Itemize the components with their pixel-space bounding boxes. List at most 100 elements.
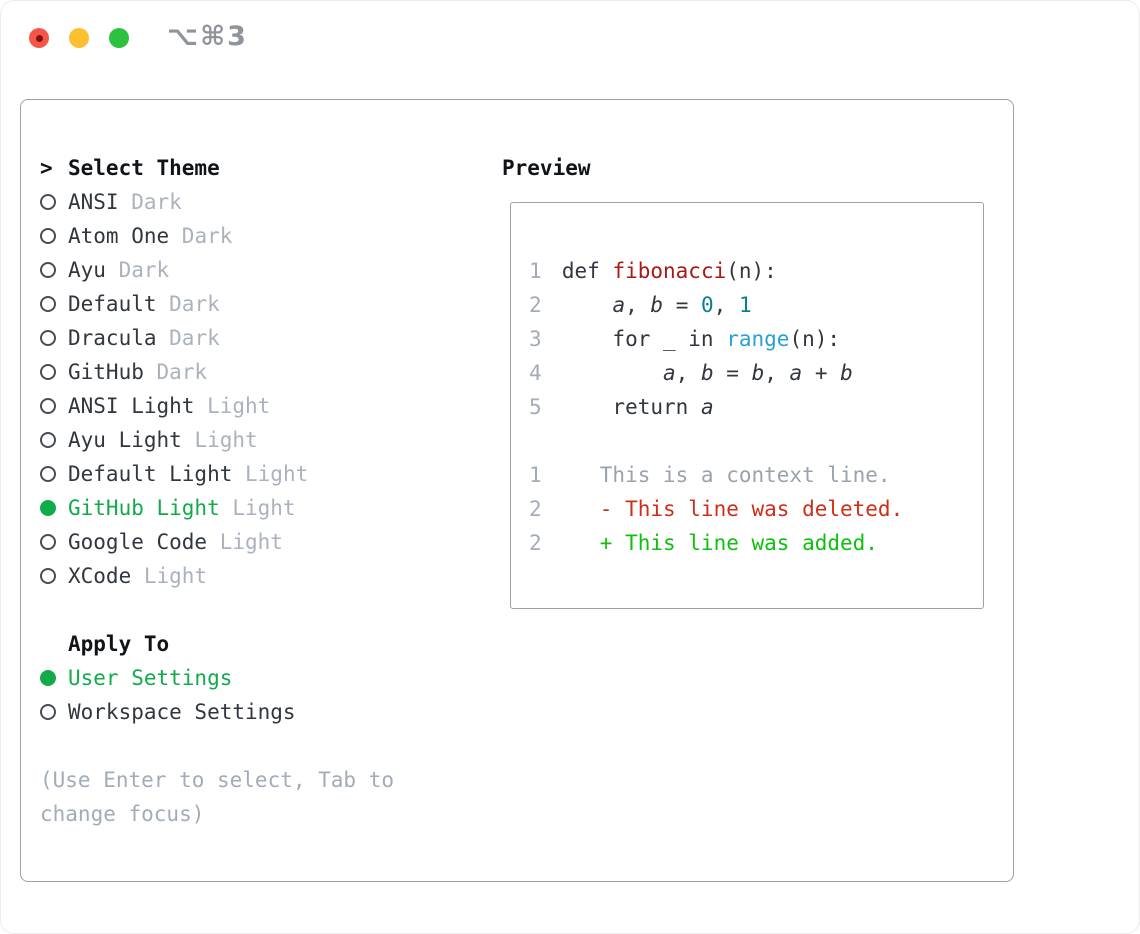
radio-gutter: [40, 466, 68, 482]
theme-name: Ayu: [68, 258, 106, 282]
window-title: ⌥⌘3: [167, 21, 248, 52]
theme-variant-tag: Light: [245, 462, 309, 486]
preview-line: 5 return a: [529, 390, 973, 424]
line-content: a, b = b, a + b: [663, 361, 853, 385]
radio-icon: [40, 432, 56, 448]
theme-name: Default Light: [68, 462, 233, 486]
preview-line: 1 This is a context line.: [529, 458, 973, 492]
radio-icon: [40, 670, 56, 686]
prompt-gutter: >: [40, 156, 68, 180]
theme-name: Ayu Light: [68, 428, 182, 452]
apply-to-option[interactable]: Workspace Settings: [40, 695, 502, 729]
theme-option[interactable]: GitHub Dark: [40, 355, 502, 389]
line-number: 4: [529, 361, 542, 385]
radio-gutter: [40, 296, 68, 312]
radio-icon: [40, 568, 56, 584]
theme-variant-tag: Dark: [156, 360, 208, 384]
theme-option[interactable]: Dracula Dark: [40, 321, 502, 355]
apply-to-header: Apply To: [40, 627, 502, 661]
theme-list-column: > Select Theme ANSI Dark Atom One Dark: [40, 151, 502, 881]
radio-gutter: [40, 534, 68, 550]
prompt-caret-icon: >: [40, 156, 53, 180]
theme-variant-tag: Light: [207, 394, 271, 418]
radio-gutter: [40, 398, 68, 414]
radio-icon: [40, 704, 56, 720]
apply-to-title: Apply To: [68, 632, 170, 656]
preview-line: 1 def fibonacci(n):: [529, 254, 973, 288]
line-number: 1: [529, 259, 542, 283]
radio-gutter: [40, 500, 68, 516]
line-content: def fibonacci(n):: [561, 259, 777, 283]
theme-variant-tag: Light: [143, 564, 208, 588]
radio-icon: [40, 296, 56, 312]
theme-name: ANSI: [68, 190, 119, 214]
radio-gutter: [40, 568, 68, 584]
radio-gutter: [40, 228, 68, 244]
line-content: + This line was added.: [561, 531, 878, 555]
line-content: a, b = 0, 1: [612, 293, 752, 317]
theme-variant-tag: Light: [194, 428, 258, 452]
theme-option[interactable]: XCode Light: [40, 559, 502, 593]
theme-name: Google Code: [68, 530, 208, 554]
radio-gutter: [40, 364, 68, 380]
theme-picker-panel: > Select Theme ANSI Dark Atom One Dark: [20, 99, 1014, 882]
radio-gutter: [40, 330, 68, 346]
theme-option[interactable]: Atom One Dark: [40, 219, 502, 253]
theme-name: Atom One: [68, 224, 170, 248]
theme-option[interactable]: Ayu Light Light: [40, 423, 502, 457]
line-number: 1: [529, 463, 542, 487]
radio-icon: [40, 194, 56, 210]
theme-variant-tag: Dark: [169, 326, 220, 350]
theme-name: Dracula: [68, 326, 157, 350]
theme-option[interactable]: GitHub Light Light: [40, 491, 502, 525]
theme-option[interactable]: ANSI Light Light: [40, 389, 502, 423]
theme-variant-tag: Dark: [169, 292, 220, 316]
theme-option[interactable]: Google Code Light: [40, 525, 502, 559]
radio-gutter: [40, 704, 68, 720]
preview-column: Preview 1 def fibonacci(n): 2 a, b = 0, …: [502, 151, 984, 881]
line-number: 2: [529, 293, 542, 317]
title-bar: ⌥⌘3: [1, 1, 1139, 79]
radio-gutter: [40, 670, 68, 686]
preview-line: 4 a, b = b, a + b: [529, 356, 973, 390]
radio-gutter: [40, 432, 68, 448]
radio-gutter: [40, 262, 68, 278]
theme-name: GitHub Light: [68, 496, 220, 520]
radio-gutter: [40, 194, 68, 210]
apply-to-label: User Settings: [68, 666, 233, 690]
theme-option[interactable]: Ayu Dark: [40, 253, 502, 287]
radio-icon: [40, 534, 56, 550]
line-content: - This line was deleted.: [561, 497, 904, 521]
line-content: for _ in range(n):: [561, 327, 841, 351]
line-content: return a: [561, 395, 714, 419]
preview-line: 2 + This line was added.: [529, 526, 973, 560]
apply-to-section: Apply To User Settings Workspace Setting…: [40, 627, 502, 729]
line-number: 3: [529, 327, 542, 351]
close-button[interactable]: [29, 28, 49, 48]
help-text: (Use Enter to select, Tab to change focu…: [40, 768, 395, 826]
theme-variant-tag: Dark: [131, 190, 182, 214]
radio-icon: [40, 398, 56, 414]
theme-variant-tag: Light: [219, 530, 283, 554]
line-content: This is a context line.: [561, 463, 891, 487]
line-number: 2: [529, 531, 542, 555]
minimize-button[interactable]: [69, 28, 89, 48]
radio-icon: [40, 262, 56, 278]
theme-name: XCode: [68, 564, 132, 588]
theme-option[interactable]: ANSI Dark: [40, 185, 502, 219]
theme-list-header: > Select Theme: [40, 151, 502, 185]
preview-line: 3 for _ in range(n):: [529, 322, 973, 356]
preview-title: Preview: [502, 156, 591, 180]
apply-to-option[interactable]: User Settings: [40, 661, 502, 695]
apply-to-label: Workspace Settings: [68, 700, 296, 724]
preview-line: 2 a, b = 0, 1: [529, 288, 973, 322]
theme-option[interactable]: Default Dark: [40, 287, 502, 321]
theme-variant-tag: Dark: [181, 224, 233, 248]
theme-name: ANSI Light: [68, 394, 195, 418]
zoom-button[interactable]: [109, 28, 129, 48]
radio-icon: [40, 228, 56, 244]
preview-box: 1 def fibonacci(n): 2 a, b = 0, 1 3 for …: [510, 202, 984, 609]
theme-option[interactable]: Default Light Light: [40, 457, 502, 491]
preview-line: 2 - This line was deleted.: [529, 492, 973, 526]
radio-icon: [40, 466, 56, 482]
